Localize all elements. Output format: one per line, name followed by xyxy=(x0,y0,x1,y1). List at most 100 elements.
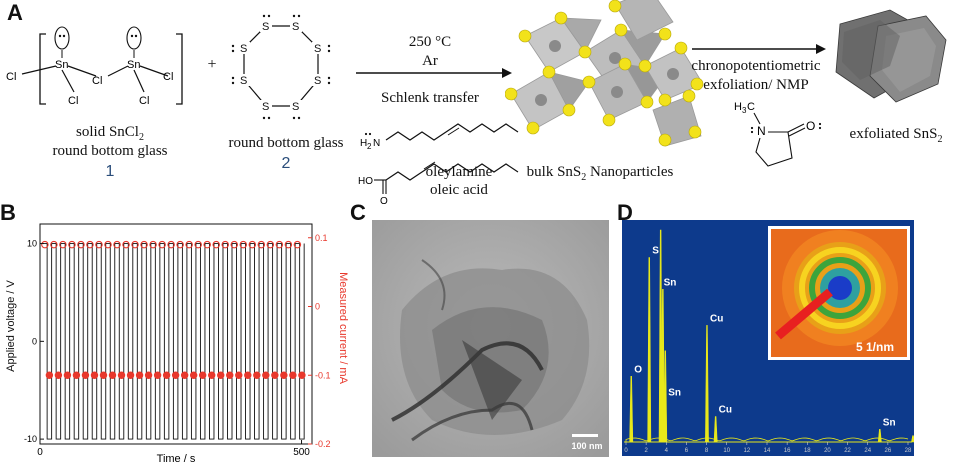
current-high-marker xyxy=(266,240,275,249)
current-high-marker xyxy=(158,240,166,249)
compound-1-line2: round bottom glass xyxy=(52,143,168,159)
current-high-marker xyxy=(275,240,284,249)
arrow1-temperature: 250 °C xyxy=(408,34,452,50)
current-high-marker xyxy=(59,240,67,249)
compound-2-number: 2 xyxy=(281,155,291,172)
ligand-oleic-acid: oleic acid xyxy=(430,182,488,198)
sncl2-structure: Sn Sn Cl Cl Cl Cl Cl xyxy=(6,26,183,107)
ligand-oleylamine: oleylamine xyxy=(425,164,493,180)
sn-atom-1: Sn xyxy=(55,59,68,71)
svg-text:H: H xyxy=(734,101,742,113)
current-high-marker xyxy=(230,240,239,249)
saed-inset xyxy=(768,226,910,360)
eds-x-tick-label: 8 xyxy=(705,448,709,454)
current-high-marker xyxy=(185,240,193,249)
svg-text:S: S xyxy=(314,43,321,55)
eds-x-tick-label: 26 xyxy=(885,448,892,454)
current-high-marker xyxy=(41,240,49,249)
current-low-marker xyxy=(198,371,207,379)
svg-text:H: H xyxy=(360,138,367,149)
current-high-marker xyxy=(50,240,58,249)
b-right-tick-label: -0.2 xyxy=(315,439,331,449)
svg-text:S: S xyxy=(262,21,269,33)
eds-peak-label: Cu xyxy=(719,405,732,416)
svg-text:O: O xyxy=(380,196,388,205)
b-left-tick-label: 0 xyxy=(32,336,37,346)
svg-text:C: C xyxy=(747,101,755,113)
current-high-marker xyxy=(176,240,184,249)
compound-2-label: round bottom glass xyxy=(228,135,344,151)
svg-text:O: O xyxy=(806,119,815,133)
nmp-structure: H 3 C N O xyxy=(734,101,822,167)
current-low-marker xyxy=(271,371,279,379)
current-low-marker xyxy=(217,371,225,379)
current-high-marker xyxy=(140,240,148,249)
current-high-marker xyxy=(122,240,130,249)
current-low-marker xyxy=(298,371,306,379)
current-low-marker xyxy=(180,371,189,379)
current-low-marker xyxy=(135,371,144,379)
current-high-marker xyxy=(293,240,302,249)
current-high-marker xyxy=(77,240,85,249)
eds-peak-label: Sn xyxy=(883,417,896,428)
svg-text:N: N xyxy=(373,138,380,149)
current-high-marker xyxy=(248,240,257,249)
eds-x-tick-label: 4 xyxy=(665,448,669,454)
current-high-marker xyxy=(68,240,76,249)
eds-peak-label: Sn xyxy=(664,277,677,288)
current-low-marker xyxy=(289,371,297,379)
svg-text:N: N xyxy=(757,124,766,138)
current-low-marker xyxy=(90,371,99,379)
current-low-marker xyxy=(189,371,198,379)
svg-text:S: S xyxy=(292,101,299,113)
panel-label-c: C xyxy=(350,200,366,225)
current-high-marker xyxy=(149,240,157,249)
panel-label-a: A xyxy=(7,0,23,25)
current-high-marker xyxy=(194,240,202,249)
s8-ring-structure: S S S S S S S S xyxy=(231,14,331,120)
panel-b-ylabel-left: Applied voltage / V xyxy=(5,280,17,372)
current-low-marker xyxy=(226,371,234,379)
b-right-tick-label: 0.1 xyxy=(315,233,328,243)
b-left-tick-label: 10 xyxy=(27,239,37,249)
b-left-tick-label: -10 xyxy=(24,434,37,444)
current-high-marker xyxy=(113,240,121,249)
tem-scale-bar-label: 100 nm xyxy=(571,441,603,451)
current-high-marker xyxy=(221,240,229,249)
current-high-marker xyxy=(239,240,248,249)
cl-atom-4: Cl xyxy=(68,95,78,107)
eds-x-tick-label: 16 xyxy=(784,448,791,454)
reaction-arrow-2 xyxy=(692,44,826,54)
arrow1-gas: Ar xyxy=(422,53,438,69)
arrow2-line1: chronopotentiometric xyxy=(691,58,821,74)
eds-peak-label: Sn xyxy=(668,388,681,399)
cl-atom-2: Cl xyxy=(92,75,102,87)
current-low-marker xyxy=(280,371,288,379)
current-low-marker xyxy=(45,371,54,379)
eds-x-tick-label: 18 xyxy=(804,448,811,454)
compound-1-line1: solid SnCl2 xyxy=(76,124,144,143)
current-low-marker xyxy=(162,371,171,379)
eds-peak-label: Cu xyxy=(710,313,723,324)
eds-x-tick-label: 24 xyxy=(864,448,871,454)
current-high-marker xyxy=(104,240,112,249)
arrow1-below: Schlenk transfer xyxy=(381,90,479,106)
bulk-sns2-label: bulk SnS2 Nanoparticles xyxy=(526,164,674,183)
exfoliated-sns2-label: exfoliated SnS2 xyxy=(849,126,943,145)
cl-atom-1: Cl xyxy=(6,71,16,83)
reaction-arrow-1 xyxy=(356,68,512,78)
svg-text:S: S xyxy=(292,21,299,33)
eds-x-tick-label: 20 xyxy=(824,448,831,454)
current-high-marker xyxy=(284,240,293,249)
eds-x-tick-label: 12 xyxy=(744,448,751,454)
eds-x-tick-label: 22 xyxy=(844,448,851,454)
panel-label-b: B xyxy=(0,200,16,225)
cl-atom-5: Cl xyxy=(139,95,149,107)
eds-x-tick-label: 2 xyxy=(644,448,648,454)
sn-atom-2: Sn xyxy=(127,59,140,71)
current-high-marker xyxy=(257,240,266,249)
current-low-marker xyxy=(144,371,153,379)
current-high-marker xyxy=(167,240,175,249)
svg-text:3: 3 xyxy=(742,106,747,115)
svg-text:2: 2 xyxy=(367,142,372,151)
